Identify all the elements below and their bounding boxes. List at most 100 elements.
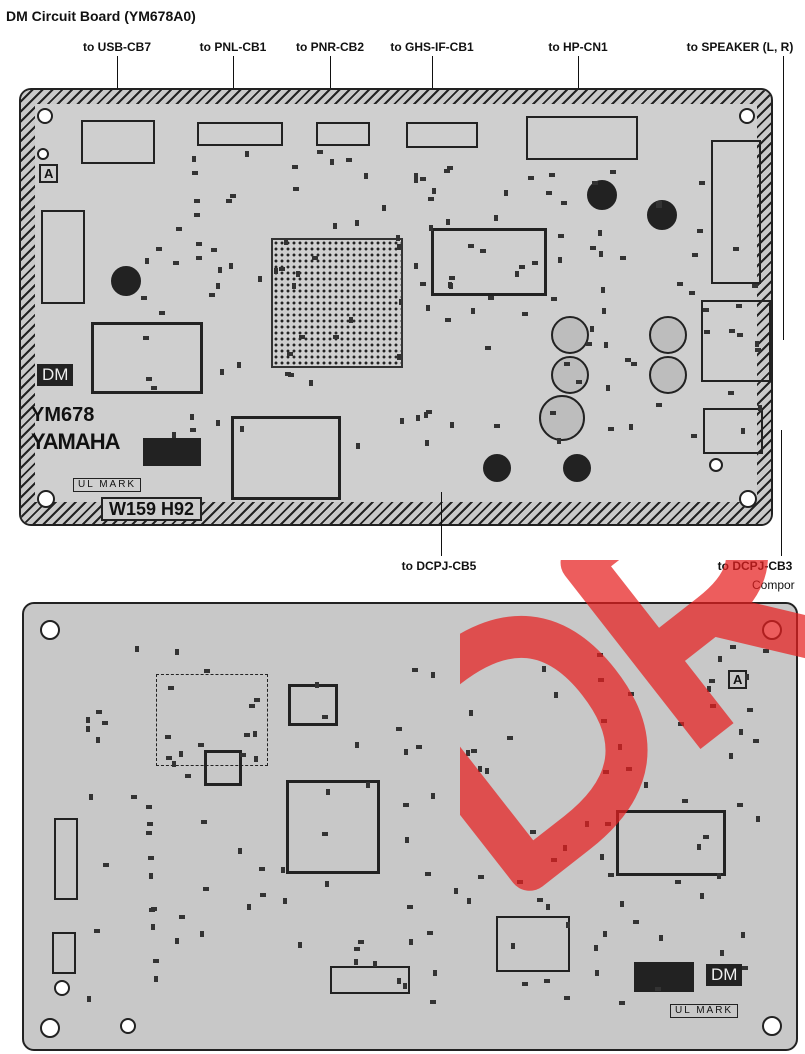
smd-component <box>151 385 158 390</box>
smd-component <box>345 158 352 163</box>
smd-component <box>632 920 639 925</box>
smd-component <box>598 678 605 683</box>
smd-component <box>521 982 528 987</box>
smd-component <box>243 732 250 737</box>
smd-component <box>176 227 183 232</box>
smd-component <box>599 853 604 860</box>
mount-hole <box>37 148 49 160</box>
pin-header <box>54 818 78 900</box>
smd-component <box>403 802 410 807</box>
smd-component <box>739 728 744 735</box>
dcpj-connector <box>703 408 763 454</box>
smd-component <box>598 230 603 236</box>
smd-component <box>396 726 403 731</box>
smd-component <box>544 978 551 983</box>
smd-component <box>407 905 414 910</box>
smd-component <box>467 898 472 905</box>
smd-component <box>228 263 233 270</box>
capacitor <box>551 316 589 354</box>
smd-component <box>727 390 734 395</box>
smd-component <box>449 282 454 289</box>
smd-component <box>485 768 490 775</box>
capacitor <box>563 454 591 482</box>
smd-component <box>423 411 428 418</box>
smd-component <box>554 692 559 699</box>
component-group <box>330 966 410 994</box>
smd-component <box>168 686 175 691</box>
smd-component <box>430 999 437 1004</box>
smd-component <box>403 983 408 990</box>
smd-component <box>453 887 458 894</box>
component-group <box>496 916 570 972</box>
smd-component <box>557 234 564 239</box>
smd-component <box>215 283 220 290</box>
smd-component <box>589 326 594 333</box>
smd-component <box>446 218 451 225</box>
smd-component <box>562 845 567 852</box>
smd-component <box>192 170 199 175</box>
smd-component <box>471 308 476 315</box>
smd-component <box>281 866 286 873</box>
smd-component <box>239 426 244 433</box>
smd-component <box>560 200 567 205</box>
smd-component <box>745 673 750 680</box>
smd-component <box>696 229 703 234</box>
smd-component <box>416 414 421 421</box>
smd-component <box>172 761 177 768</box>
smd-component <box>356 443 361 450</box>
smd-component <box>396 978 401 985</box>
smd-component <box>322 714 329 719</box>
smd-component <box>733 247 740 252</box>
smd-component <box>545 190 552 195</box>
smd-component <box>296 270 301 277</box>
smd-component <box>708 678 715 683</box>
smd-component <box>274 268 279 275</box>
smd-component <box>174 648 179 655</box>
smd-component <box>511 943 516 950</box>
smd-component <box>480 249 487 254</box>
smd-component <box>735 304 742 309</box>
connector-label-pnl: to PNL-CB1 <box>199 40 267 54</box>
mount-hole <box>739 490 757 508</box>
smd-component <box>603 930 608 937</box>
smd-component <box>196 255 203 260</box>
smd-component <box>618 744 623 751</box>
mount-hole <box>762 620 782 640</box>
smd-component <box>396 354 401 361</box>
smd-component <box>297 942 302 949</box>
smd-component <box>414 176 419 183</box>
smd-component <box>86 725 91 732</box>
smd-component <box>625 766 632 771</box>
smd-component <box>655 203 662 208</box>
connector-label-hp: to HP-CN1 <box>548 40 608 54</box>
smd-component <box>425 440 430 447</box>
smd-component <box>86 996 91 1003</box>
smd-component <box>531 261 538 266</box>
smd-component <box>514 270 519 277</box>
capacitor <box>649 316 687 354</box>
smd-component <box>185 773 192 778</box>
smd-component <box>530 830 537 835</box>
smd-component <box>700 892 705 899</box>
smd-component <box>717 656 722 663</box>
smd-component <box>134 645 139 652</box>
smd-component <box>165 735 171 740</box>
smd-component <box>365 782 370 789</box>
smd-component <box>485 345 492 350</box>
dm-mark: DM <box>37 364 74 386</box>
ic-chip <box>288 684 338 726</box>
smd-component <box>478 766 483 773</box>
smd-component <box>590 245 597 250</box>
smd-component <box>448 275 455 280</box>
ghs-connector <box>406 122 478 148</box>
smd-component <box>193 198 200 203</box>
smd-component <box>740 931 745 938</box>
smd-component <box>382 205 387 212</box>
connector-label-dcpj-cb3: to DCPJ-CB3 <box>717 559 793 573</box>
capacitor <box>647 200 677 230</box>
smd-component <box>404 836 409 843</box>
pnl-connector <box>197 122 283 146</box>
smd-component <box>488 296 495 301</box>
smd-component <box>282 897 287 904</box>
model-mark: YM678 <box>31 404 95 426</box>
